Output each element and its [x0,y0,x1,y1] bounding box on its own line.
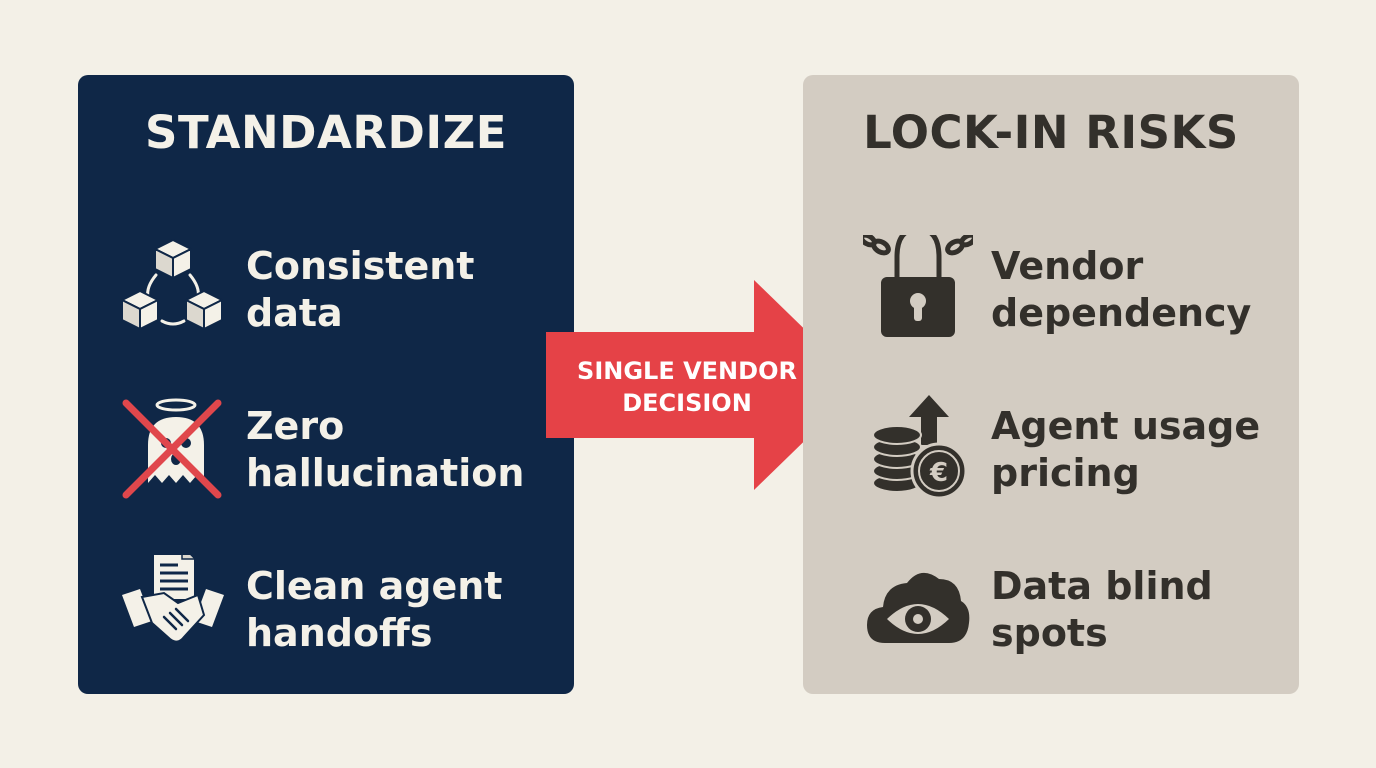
standardize-item-consistent-data: Consistent data [78,235,574,345]
connected-cubes-icon [118,235,228,345]
chained-padlock-icon [859,226,977,345]
lock-in-risks-panel: LOCK-IN RISKS Vendor dependency [803,75,1299,694]
arrow-label: SINGLE VENDOR DECISION [552,355,822,419]
arrow-label-line2: DECISION [622,389,752,417]
decision-arrow [546,280,862,490]
zero-hallucination-label: Zero hallucination [246,404,525,495]
standardize-panel: STANDARDIZE [78,75,574,694]
risk-item-data-blind-spots: Data blind spots [803,555,1299,665]
coins-euro-arrow-up-icon: € [863,395,973,505]
risk-item-agent-usage-pricing: € Agent usage pricing [803,395,1299,505]
standardize-item-clean-agent-handoffs: Clean agent handoffs [78,547,574,665]
vendor-dependency-label: Vendor dependency [991,244,1252,335]
cloud-eye-icon [863,555,973,665]
svg-text:€: € [929,458,948,488]
document-handshake-icon [118,547,228,665]
standardize-title: STANDARDIZE [145,106,507,159]
consistent-data-label: Consistent data [246,244,475,335]
crossed-out-ghost-icon [118,395,228,505]
risk-item-vendor-dependency: Vendor dependency [803,226,1299,345]
arrow-label-line1: SINGLE VENDOR [577,357,797,385]
agent-usage-pricing-label: Agent usage pricing [991,404,1261,495]
clean-agent-handoffs-label: Clean agent handoffs [246,564,503,655]
standardize-item-zero-hallucination: Zero hallucination [78,395,574,505]
lock-in-risks-title: LOCK-IN RISKS [863,106,1239,159]
data-blind-spots-label: Data blind spots [991,564,1213,655]
